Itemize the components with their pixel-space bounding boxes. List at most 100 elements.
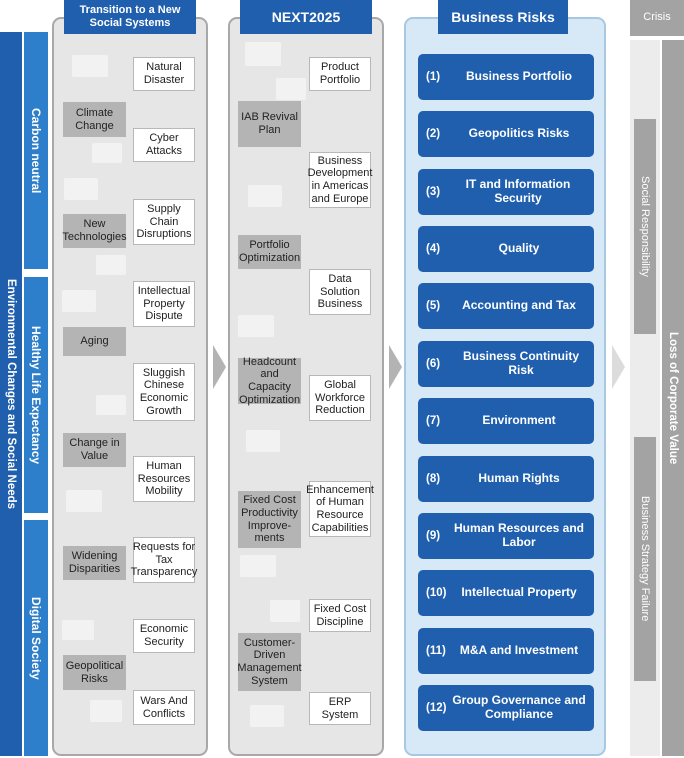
decoration <box>270 600 300 622</box>
risk-number: (5) <box>426 300 441 312</box>
environmental-changes-bar: Environmental Changes and Social Needs <box>0 32 22 756</box>
section-digital-society-label: Digital Society <box>29 596 43 680</box>
action-product-portfolio: Product Portfolio <box>309 57 371 91</box>
risk-label: Human Rights <box>478 471 560 486</box>
risk-number: (10) <box>426 587 447 599</box>
strategy-iab-revival-plan: IAB Revival Plan <box>238 101 301 147</box>
arrow-right-icon <box>612 345 625 389</box>
section-healthy-life-expectancy: Healthy Life Expectancy <box>24 277 48 513</box>
decoration <box>250 705 284 727</box>
risk-it-information-security: (3) IT and Information Security <box>418 169 594 215</box>
risk-number: (6) <box>426 358 441 370</box>
risk-human-resources-labor: (9) Human Resources and Labor <box>418 513 594 559</box>
decoration <box>245 42 281 66</box>
loss-of-corporate-value-label: Loss of Corporate Value <box>667 331 679 465</box>
action-business-development: Business Development in Americas and Eur… <box>308 152 372 208</box>
decoration <box>238 315 274 337</box>
crisis-business-strategy-failure: Business Strategy Failure <box>634 437 656 681</box>
risk-label: Geopolitics Risks <box>468 126 570 141</box>
driver-geopolitical-risks: Geopolitical Risks <box>63 655 126 690</box>
action-data-solution-business: Data Solution Business <box>309 269 371 315</box>
factor-sluggish-chinese-growth: Sluggish Chinese Economic Growth <box>133 363 195 421</box>
column-business-risks-header: Business Risks <box>438 0 568 34</box>
driver-new-technologies: New Technologies <box>62 214 127 248</box>
strategy-customer-driven-management: Customer-Driven Management System <box>237 633 302 691</box>
arrow-right-icon <box>213 345 226 389</box>
action-global-workforce-reduction: Global Workforce Reduction <box>309 375 371 421</box>
risk-environment: (7) Environment <box>418 398 594 444</box>
driver-climate-change: Climate Change <box>63 102 126 137</box>
decoration <box>240 555 276 577</box>
risk-number: (1) <box>426 71 441 83</box>
decoration <box>62 620 94 640</box>
loss-of-corporate-value-bar: Loss of Corporate Value <box>662 40 684 756</box>
risk-number: (12) <box>426 702 447 714</box>
risk-group-governance-compliance: (12) Group Governance and Compliance <box>418 685 594 731</box>
column-next2025-header: NEXT2025 <box>240 0 372 34</box>
risk-geopolitics: (2) Geopolitics Risks <box>418 111 594 157</box>
risk-label: Quality <box>498 241 540 256</box>
risk-label: IT and Information Security <box>465 177 571 205</box>
crisis-title: Crisis <box>643 11 671 24</box>
factor-requests-for-tax-transparency: Requests for Tax Transparency <box>131 537 197 583</box>
section-carbon-neutral-label: Carbon neutral <box>29 107 43 194</box>
action-enhancement-hr-capabilities: Enhancement of Human Resource Capabiliti… <box>306 481 374 537</box>
decoration <box>96 395 126 415</box>
decoration <box>90 700 122 722</box>
risk-number: (7) <box>426 415 441 427</box>
risk-label: M&A and Investment <box>459 643 579 658</box>
environmental-changes-label: Environmental Changes and Social Needs <box>5 278 17 510</box>
column-social-systems-title: Transition to a New Social Systems <box>79 3 181 29</box>
risk-label: Group Governance and Compliance <box>452 693 586 721</box>
column-business-risks-title: Business Risks <box>451 8 555 25</box>
factor-natural-disaster: Natural Disaster <box>133 57 195 91</box>
factor-cyber-attacks: Cyber Attacks <box>133 128 195 162</box>
crisis-business-strategy-failure-label: Business Strategy Failure <box>639 496 651 622</box>
factor-human-resources-mobility: Human Resources Mobility <box>133 456 195 502</box>
decoration <box>72 55 108 77</box>
decoration <box>276 78 306 100</box>
risk-label: Business Continuity Risk <box>462 349 579 377</box>
risk-number: (9) <box>426 530 441 542</box>
arrow-right-icon <box>389 345 402 389</box>
decoration <box>66 490 102 512</box>
section-digital-society: Digital Society <box>24 520 48 756</box>
action-fixed-cost-discipline: Fixed Cost Discipline <box>309 599 371 632</box>
risk-business-continuity: (6) Business Continuity Risk <box>418 341 594 387</box>
risk-human-rights: (8) Human Rights <box>418 456 594 502</box>
risk-accounting-and-tax: (5) Accounting and Tax <box>418 283 594 329</box>
risk-label: Human Resources and Labor <box>453 521 585 549</box>
decoration <box>64 178 98 200</box>
risk-number: (11) <box>426 645 446 657</box>
risk-number: (3) <box>426 186 441 198</box>
risk-quality: (4) Quality <box>418 226 594 272</box>
strategy-portfolio-optimization: Portfolio Optimization <box>238 235 301 269</box>
factor-intellectual-property-dispute: Intellectual Property Dispute <box>133 281 195 327</box>
risk-label: Environment <box>482 413 556 428</box>
risk-label: Business Portfolio <box>465 69 572 84</box>
decoration <box>246 430 280 452</box>
driver-widening-disparities: Widening Disparities <box>63 546 126 580</box>
driver-change-in-value: Change in Value <box>63 433 126 467</box>
risk-intellectual-property: (10) Intellectual Property <box>418 570 594 616</box>
strategy-fixed-cost-productivity: Fixed Cost Productivity Improve-ments <box>238 491 301 548</box>
decoration <box>96 255 126 275</box>
section-carbon-neutral: Carbon neutral <box>24 32 48 269</box>
crisis-social-responsibility: Social Responsibility <box>634 119 656 334</box>
risk-label: Intellectual Property <box>461 585 577 600</box>
decoration <box>62 290 96 312</box>
decoration <box>92 143 122 163</box>
crisis-header: Crisis <box>630 0 684 36</box>
strategy-headcount-capacity-optimization: Headcount and Capacity Optimization <box>238 355 301 406</box>
risk-number: (8) <box>426 473 441 485</box>
risk-ma-and-investment: (11) M&A and Investment <box>418 628 594 674</box>
risk-business-portfolio: (1) Business Portfolio <box>418 54 594 100</box>
driver-aging: Aging <box>63 327 126 356</box>
risk-number: (4) <box>426 243 441 255</box>
decoration <box>248 185 282 207</box>
column-next2025-title: NEXT2025 <box>271 8 341 25</box>
action-erp-system: ERP System <box>309 692 371 725</box>
risk-number: (2) <box>426 128 441 140</box>
crisis-social-responsibility-label: Social Responsibility <box>639 176 651 277</box>
column-social-systems-header: Transition to a New Social Systems <box>64 0 196 34</box>
